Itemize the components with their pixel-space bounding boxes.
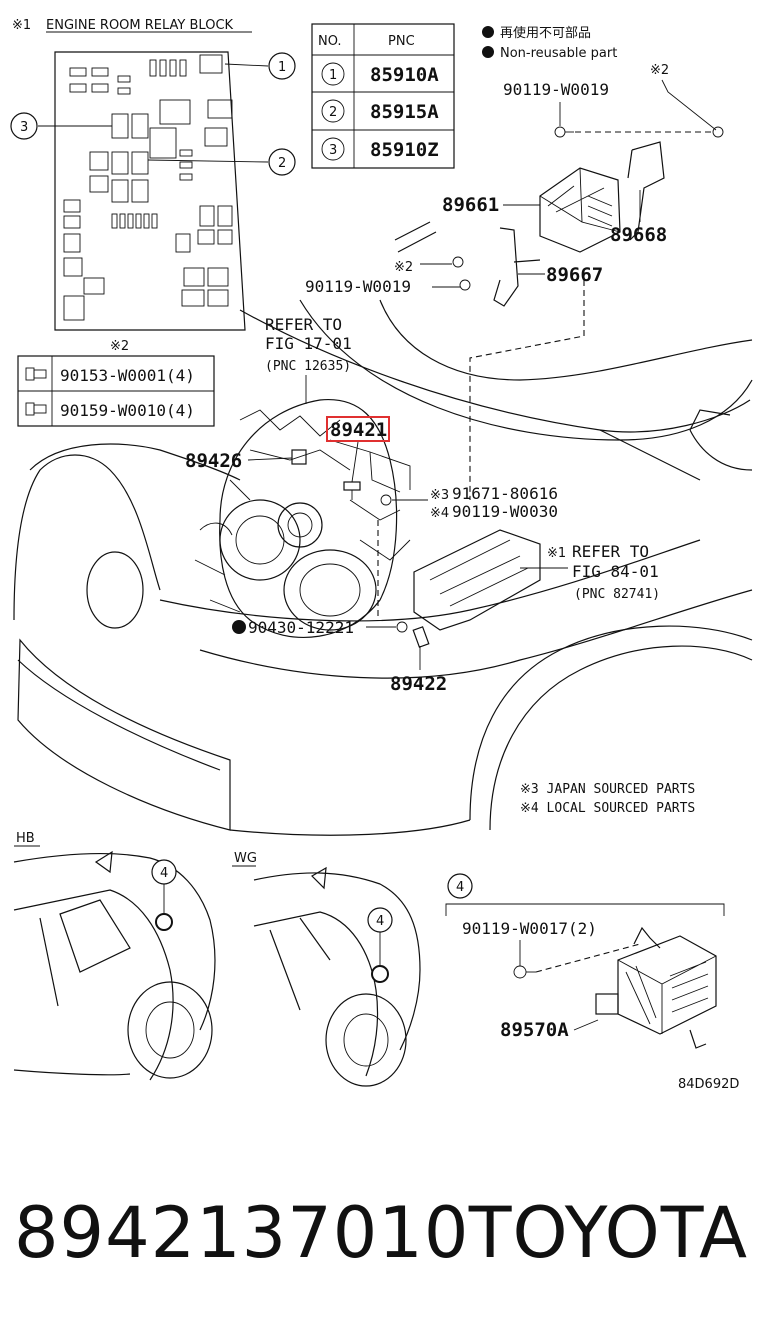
bolt-icon [513, 965, 536, 979]
pnc-header-pnc: PNC [388, 34, 415, 49]
callout-3-label: 3 [20, 120, 28, 135]
relay-position-wg [371, 965, 389, 983]
bolt-icon [459, 279, 471, 291]
parts-diagram: ※1 ENGINE ROOM RELAY BLOCK 1 2 3 [10, 18, 753, 1092]
ecu-harness [394, 221, 437, 253]
bolt-table: 90153-W0001(4) 90159-W0010(4) [17, 355, 215, 427]
bolt-table-mark: ※2 [110, 339, 129, 354]
label-89661: 89661 [442, 194, 499, 216]
sensor-89421 [343, 481, 361, 500]
relay-box-84 [413, 529, 541, 631]
label-89426: 89426 [185, 450, 242, 472]
label-91671-80616: 91671-80616 [452, 484, 558, 503]
wg-rear-view [253, 866, 421, 1087]
part-title: 8942137010 TOYOTA [14, 1188, 754, 1278]
label-89570a: 89570A [500, 1019, 569, 1041]
label-89668: 89668 [610, 224, 667, 246]
bolt-icon [452, 256, 464, 268]
variant-hb: HB [16, 831, 35, 846]
non-reusable-dot-icon [482, 26, 494, 38]
pnc-table: NO. PNC 1 85910A 2 85915A 3 85910Z [311, 23, 455, 169]
label-90119-w0019-top: 90119-W0019 [503, 80, 609, 99]
gasket-icon [396, 621, 408, 633]
pnc-row-1-no: 1 [329, 68, 337, 83]
callout-4-wg-label: 4 [376, 914, 384, 929]
brand-name: TOYOTA [468, 1192, 748, 1274]
callout-1-label: 1 [278, 60, 286, 75]
legend-en: Non-reusable part [500, 46, 617, 61]
label-89422: 89422 [390, 673, 447, 695]
callout-2-label: 2 [278, 156, 286, 171]
highlight-89421 [326, 416, 390, 442]
sensor-89426 [291, 449, 307, 465]
callout-4-detail [447, 873, 473, 899]
mark-91671: ※3 [430, 488, 449, 503]
non-reusable-dot-icon [232, 620, 246, 634]
pnc-row-2-no: 2 [329, 105, 337, 120]
sensor-89422 [412, 626, 430, 648]
relay-block-fuses [63, 54, 233, 321]
bolt-icon [712, 126, 724, 138]
callout-1 [268, 52, 296, 80]
refer-17-line2: FIG 17-01 [265, 334, 352, 353]
bolt-icon [25, 367, 47, 381]
pnc-row-3-pnc: 85910Z [370, 139, 439, 161]
callout-4-detail-label: 4 [456, 880, 464, 895]
callout-4-hb-label: 4 [160, 866, 168, 881]
bracket-89668 [627, 141, 665, 241]
note-local: ※4 LOCAL SOURCED PARTS [520, 801, 695, 816]
vehicle-body [13, 299, 753, 836]
label-90119-w0017: 90119-W0017(2) [462, 919, 597, 938]
ecu-89661 [539, 167, 621, 253]
bolt-row-1: 90153-W0001(4) [60, 366, 195, 385]
refer-84-pnc: (PNC 82741) [574, 587, 660, 602]
pnc-header-no: NO. [318, 34, 342, 49]
refer-17-line1: REFER TO [265, 315, 342, 334]
variant-wg: WG [234, 851, 257, 866]
relay-position-hb [155, 913, 173, 931]
label-90119-w0019-mid: 90119-W0019 [305, 277, 411, 296]
bolt-row-2: 90159-W0010(4) [60, 401, 195, 420]
note2-mid: ※2 [394, 260, 413, 275]
note-japan: ※3 JAPAN SOURCED PARTS [520, 782, 695, 797]
label-89667: 89667 [546, 264, 603, 286]
relay-block-outline [54, 51, 246, 331]
label-90430-12221: 90430-12221 [248, 618, 354, 637]
relay-block-title: ENGINE ROOM RELAY BLOCK [46, 18, 234, 33]
pnc-row-2-pnc: 85915A [370, 101, 439, 123]
diagram-code: 84D692D [678, 1077, 739, 1092]
refer-84-line1: REFER TO [572, 542, 649, 561]
relay-block-note-mark: ※1 [12, 18, 31, 33]
relay-89570a [595, 926, 717, 1049]
label-90119-w0030: 90119-W0030 [452, 502, 558, 521]
hb-rear-view [13, 850, 216, 1081]
refer-84-mark: ※1 [547, 546, 566, 561]
pnc-row-1-pnc: 85910A [370, 64, 439, 86]
part-number: 8942137010 [14, 1192, 470, 1274]
non-reusable-dot-icon [482, 46, 494, 58]
callout-2 [268, 148, 296, 176]
refer-84-line2: FIG 84-01 [572, 562, 659, 581]
label-89421: 89421 [330, 419, 387, 441]
legend-jp: 再使用不可部品 [500, 25, 591, 41]
engine-assembly [194, 398, 411, 639]
refer-17-pnc: (PNC 12635) [265, 359, 351, 374]
pnc-row-3-no: 3 [329, 143, 337, 158]
bolt-icon [380, 494, 392, 506]
bolt-icon [554, 126, 574, 138]
callout-3 [10, 112, 38, 140]
bolt-icon [25, 402, 47, 416]
bracket-89667 [493, 227, 541, 307]
mark-90119-w0030: ※4 [430, 506, 449, 521]
note2-top: ※2 [650, 63, 669, 78]
